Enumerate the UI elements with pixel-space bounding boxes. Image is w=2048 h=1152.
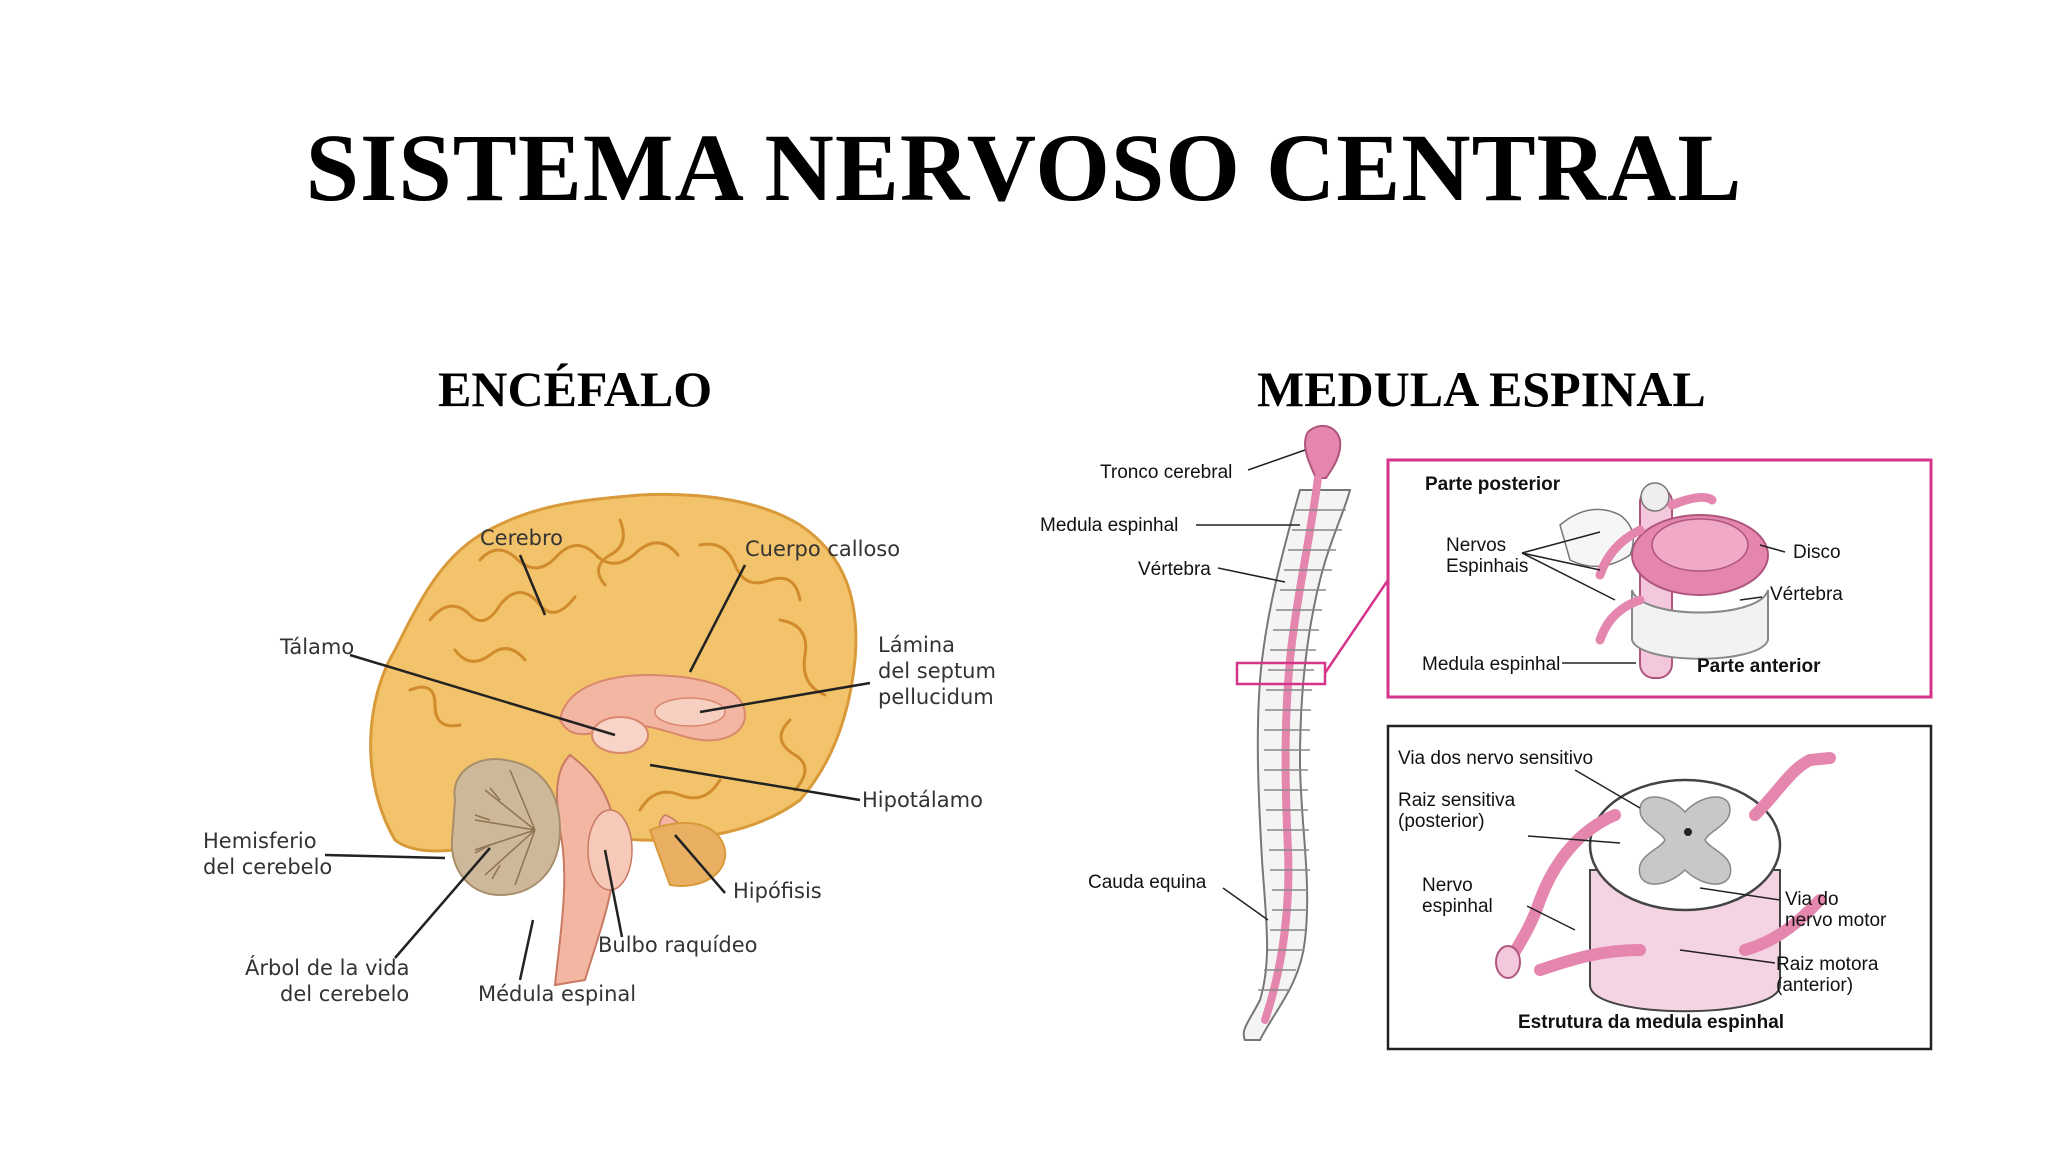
label-raiz-sens-1: Raiz sensitiva	[1398, 790, 1516, 811]
label-via-sens: Via dos nervo sensitivo	[1398, 748, 1593, 769]
label-vertebra-spine: Vértebra	[1138, 559, 1211, 580]
label-nervos-2: Espinhais	[1446, 556, 1528, 577]
box-top-leaders	[1521, 531, 1786, 664]
label-hemisferio-1: Hemisferio	[203, 829, 317, 853]
tronco-shape	[1304, 424, 1342, 479]
label-raiz-sens-2: (posterior)	[1398, 811, 1485, 832]
label-bulbo: Bulbo raquídeo	[598, 933, 757, 957]
nervos-shape	[1595, 492, 1717, 645]
label-lamina-1: Lámina	[878, 633, 955, 657]
page-title: SISTEMA NERVOSO CENTRAL	[305, 114, 1743, 221]
spine-illustration: Tronco cerebral Medula espinhal Vértebra…	[1040, 424, 1390, 1041]
label-medula-espinal: Médula espinal	[478, 982, 636, 1006]
box-bottom-leaders	[1526, 769, 1781, 964]
label-talamo: Tálamo	[279, 635, 354, 659]
label-caption: Estrutura da medula espinhal	[1518, 1012, 1784, 1033]
spine-leader-lines	[1196, 449, 1306, 921]
box-posterior: Parte posterior Nervos Espinhais Disco V…	[1386, 458, 1933, 699]
spinal-nerves	[1504, 752, 1836, 976]
label-lamina-3: pellucidum	[878, 685, 994, 709]
label-via-motor-1: Via do	[1785, 889, 1839, 910]
label-parte-anterior: Parte anterior	[1697, 656, 1821, 677]
label-nervo-2: espinhal	[1422, 896, 1493, 917]
label-nervos-1: Nervos	[1446, 535, 1506, 556]
brain-illustration: Cerebro Cuerpo calloso Tálamo Lámina del…	[203, 492, 996, 1006]
label-medula-spine: Medula espinhal	[1040, 515, 1178, 536]
talamo-shape	[591, 716, 649, 754]
label-raiz-motor-2: (anterior)	[1776, 975, 1853, 996]
label-hipofisis: Hipófisis	[733, 879, 822, 903]
arbol-vida	[474, 769, 536, 886]
zoom-rect	[1235, 661, 1327, 686]
encefalo-heading: ENCÉFALO	[438, 361, 713, 417]
box-structure: Via dos nervo sensitivo Raiz sensitiva (…	[1386, 724, 1933, 1051]
label-hipotalamo: Hipotálamo	[862, 788, 983, 812]
label-vertebra-box: Vértebra	[1770, 584, 1843, 605]
cortex-gyri	[408, 518, 827, 812]
label-arbol-1: Árbol de la vida	[245, 955, 409, 980]
label-cerebro: Cerebro	[480, 526, 563, 550]
gray-matter	[1638, 796, 1732, 885]
vertebral-column	[1242, 489, 1352, 1041]
label-raiz-motor-1: Raiz motora	[1776, 954, 1879, 975]
label-cuerpo-calloso: Cuerpo calloso	[745, 537, 900, 561]
label-cauda: Cauda equina	[1088, 872, 1207, 893]
label-disco: Disco	[1793, 542, 1841, 563]
label-lamina-2: del septum	[878, 659, 996, 683]
label-nervo-1: Nervo	[1422, 875, 1473, 896]
label-hemisferio-2: del cerebelo	[203, 855, 332, 879]
label-tronco: Tronco cerebral	[1100, 462, 1232, 483]
medula-heading: MEDULA ESPINAL	[1257, 361, 1706, 417]
label-arbol-2: del cerebelo	[280, 982, 409, 1006]
label-medula-box: Medula espinhal	[1422, 654, 1560, 675]
brain-leader-lines	[324, 554, 871, 981]
vertebra-segments	[1258, 509, 1346, 991]
label-parte-posterior: Parte posterior	[1425, 474, 1561, 495]
label-via-motor-2: nervo motor	[1785, 910, 1887, 931]
